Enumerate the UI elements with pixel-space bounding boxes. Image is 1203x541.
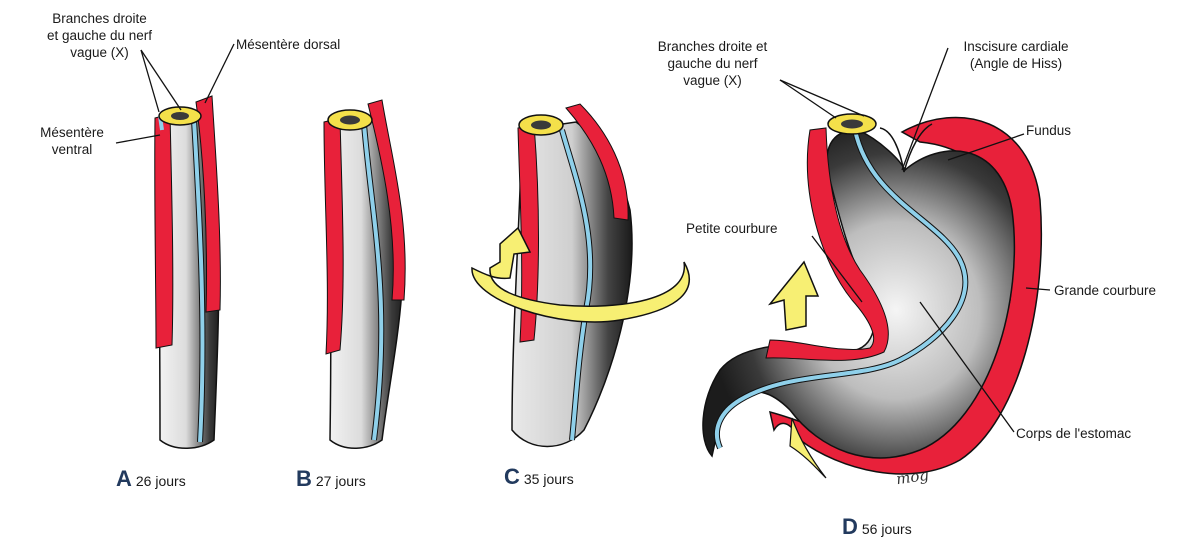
label-ventral-mesentery: Mésentère ventral (24, 124, 120, 158)
label-dorsal-mesentery: Mésentère dorsal (236, 36, 340, 53)
label-vagus-nerve-branches-d: Branches droite et gauche du nerf vague … (630, 38, 795, 89)
label-greater-curvature: Grande courbure (1054, 282, 1156, 299)
stage-a-drawing (155, 96, 221, 448)
stage-letter: B (296, 466, 312, 492)
label-lesser-curvature: Petite courbure (686, 220, 778, 237)
label-cardiac-notch: Inscisure cardiale (Angle de Hiss) (936, 38, 1096, 72)
stage-letter: D (842, 514, 858, 540)
stage-d-drawing (703, 114, 1041, 478)
stage-days: 35 jours (524, 471, 574, 487)
stage-caption-a: A 26 jours (116, 466, 186, 492)
stage-d-up-arrow (770, 262, 818, 330)
stage-b-drawing (324, 100, 405, 448)
stage-caption-c: C 35 jours (504, 464, 574, 490)
stage-days: 27 jours (316, 473, 366, 489)
stage-caption-b: B 27 jours (296, 466, 366, 492)
stage-c-drawing (472, 104, 689, 447)
stage-b-ventral-mesentery (324, 118, 343, 354)
label-fundus: Fundus (1026, 122, 1071, 139)
stage-letter: C (504, 464, 520, 490)
stage-letter: A (116, 466, 132, 492)
label-stomach-body: Corps de l'estomac (1016, 425, 1131, 442)
stage-a-ventral-mesentery (155, 114, 173, 348)
stage-days: 26 jours (136, 473, 186, 489)
stage-days: 56 jours (862, 521, 912, 537)
label-vagus-nerve-branches-a: Branches droite et gauche du nerf vague … (12, 10, 187, 61)
stage-caption-d: D 56 jours (842, 514, 912, 540)
